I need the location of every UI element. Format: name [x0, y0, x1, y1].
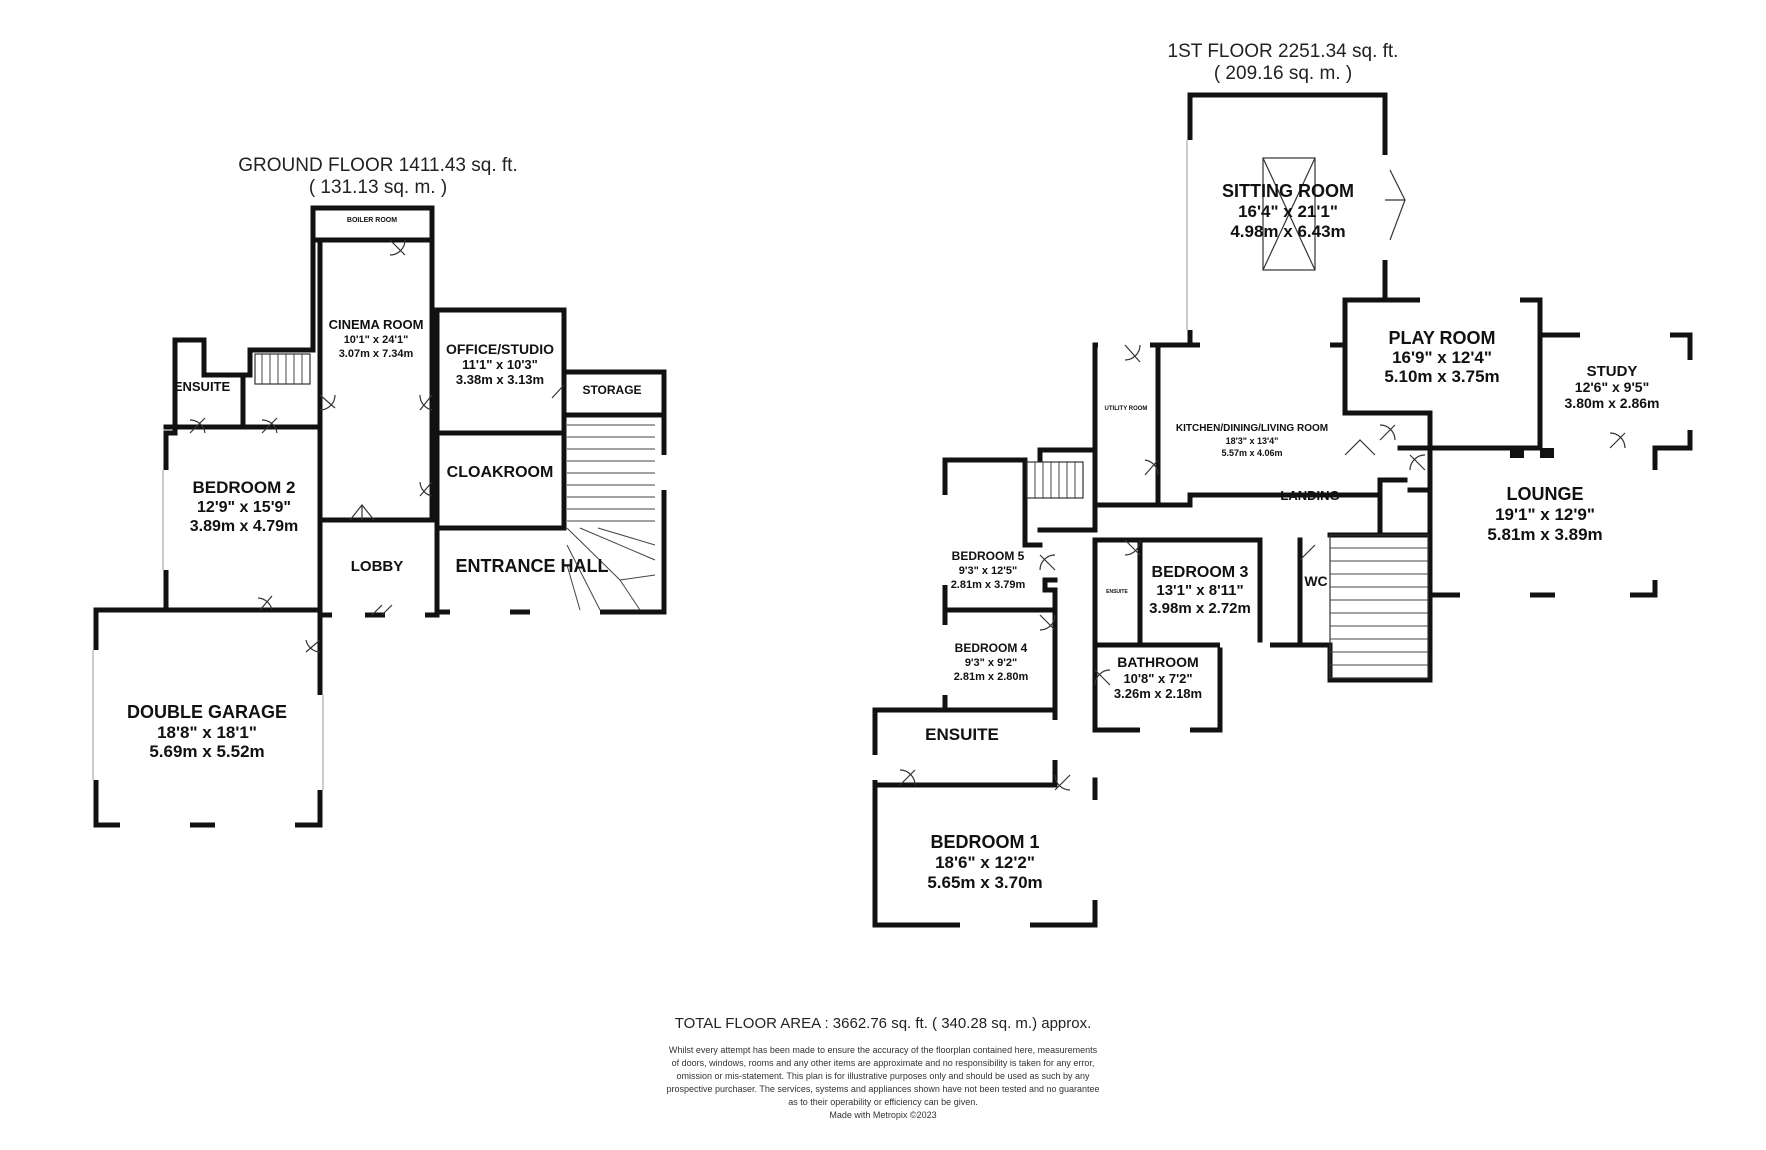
- room-ensuite3-name: ENSUITE: [1106, 589, 1128, 595]
- room-kitchen-imperial: 18'3" x 13'4": [1226, 436, 1279, 446]
- ground-floor-title: GROUND FLOOR 1411.43 sq. ft.: [238, 155, 517, 176]
- ground-floor-outer-walls: [93, 205, 667, 828]
- disclaimer-line: of doors, windows, rooms and any other i…: [672, 1058, 1095, 1068]
- room-bathroom-name: BATHROOM: [1117, 654, 1198, 670]
- room-garage-name: DOUBLE GARAGE: [127, 702, 287, 722]
- room-study-name: STUDY: [1587, 363, 1638, 380]
- room-garage-imperial: 18'8" x 18'1": [157, 723, 257, 742]
- room-study-imperial: 12'6" x 9'5": [1575, 379, 1649, 395]
- room-cinema-imperial: 10'1" x 24'1": [344, 334, 409, 346]
- room-bedroom3-imperial: 13'1" x 8'11": [1156, 582, 1243, 599]
- ground-floor-doors: [189, 239, 565, 653]
- first-floor-title: 1ST FLOOR 2251.34 sq. ft.: [1168, 41, 1399, 62]
- fireplace-right: [1540, 448, 1554, 458]
- room-garage-metric: 5.69m x 5.52m: [149, 742, 264, 761]
- ground-floor-labels: BOILER ROOM CINEMA ROOM 10'1" x 24'1" 3.…: [127, 217, 642, 761]
- room-lounge-name: LOUNGE: [1506, 484, 1583, 504]
- room-ensuite-gf-name: ENSUITE: [174, 379, 231, 394]
- first-floor-windows: [872, 140, 1693, 928]
- room-wc-name: WC: [1304, 573, 1327, 589]
- footer: TOTAL FLOOR AREA : 3662.76 sq. ft. ( 340…: [666, 1015, 1099, 1120]
- east-wing-walls: [1342, 297, 1693, 598]
- room-cloakroom-name: CLOAKROOM: [447, 464, 554, 481]
- room-play-metric: 5.10m x 3.75m: [1384, 367, 1499, 386]
- made-with-credit: Made with Metropix ©2023: [829, 1110, 936, 1120]
- room-bedroom2-name: BEDROOM 2: [193, 478, 296, 497]
- room-lounge-metric: 5.81m x 3.89m: [1487, 525, 1602, 544]
- disclaimer-line: as to their operability or efficiency ca…: [788, 1097, 977, 1107]
- ground-floor-staircase: [254, 353, 656, 611]
- room-bedroom4-metric: 2.81m x 2.80m: [954, 671, 1029, 683]
- room-bedroom1-name: BEDROOM 1: [930, 832, 1039, 852]
- ground-floor-interior-walls: [93, 237, 667, 615]
- ground-floor-plan: GROUND FLOOR 1411.43 sq. ft. ( 131.13 sq…: [92, 155, 667, 828]
- room-ensuite1-name: ENSUITE: [925, 725, 999, 744]
- room-bedroom2-imperial: 12'9" x 15'9": [197, 499, 291, 516]
- room-sitting-imperial: 16'4" x 21'1": [1238, 202, 1338, 221]
- room-storage-name: STORAGE: [582, 383, 641, 397]
- room-play-name: PLAY ROOM: [1388, 328, 1495, 348]
- room-bathroom-metric: 3.26m x 2.18m: [1114, 686, 1202, 701]
- disclaimer-line: omission or mis-statement. This plan is …: [676, 1071, 1090, 1081]
- room-boiler-name: BOILER ROOM: [347, 217, 397, 224]
- first-floor-labels: SITTING ROOM 16'4" x 21'1" 4.98m x 6.43m…: [925, 181, 1659, 892]
- room-bedroom3-metric: 3.98m x 2.72m: [1149, 600, 1251, 617]
- room-bedroom3-name: BEDROOM 3: [1152, 564, 1249, 581]
- skylight: [1262, 157, 1316, 271]
- room-kitchen-metric: 5.57m x 4.06m: [1221, 448, 1282, 458]
- central-block-walls: [1037, 342, 1408, 533]
- room-office-imperial: 11'1" x 10'3": [462, 357, 538, 372]
- first-floor-doors: [899, 169, 1626, 791]
- room-entrance-hall-name: ENTRANCE HALL: [456, 556, 609, 576]
- room-bedroom5-name: BEDROOM 5: [952, 549, 1025, 563]
- room-sitting-name: SITTING ROOM: [1222, 181, 1354, 201]
- room-office-metric: 3.38m x 3.13m: [456, 372, 544, 387]
- room-sitting-metric: 4.98m x 6.43m: [1230, 222, 1345, 241]
- room-lounge-imperial: 19'1" x 12'9": [1495, 505, 1595, 524]
- room-lobby-name: LOBBY: [351, 558, 404, 575]
- ground-floor-windows: [92, 455, 667, 828]
- room-bedroom4-imperial: 9'3" x 9'2": [965, 657, 1017, 669]
- room-landing-name: LANDING: [1280, 488, 1339, 503]
- room-kitchen-name: KITCHEN/DINING/LIVING ROOM: [1176, 423, 1328, 434]
- room-cinema-metric: 3.07m x 7.34m: [339, 348, 414, 360]
- room-office-name: OFFICE/STUDIO: [446, 341, 554, 357]
- total-floor-area: TOTAL FLOOR AREA : 3662.76 sq. ft. ( 340…: [675, 1015, 1092, 1032]
- first-floor-plan: 1ST FLOOR 2251.34 sq. ft. ( 209.16 sq. m…: [872, 41, 1693, 928]
- room-cinema-name: CINEMA ROOM: [329, 317, 424, 332]
- ground-floor-metric: ( 131.13 sq. m. ): [309, 177, 447, 198]
- room-study-metric: 3.80m x 2.86m: [1565, 395, 1660, 411]
- disclaimer-line: prospective purchaser. The services, sys…: [666, 1084, 1099, 1094]
- room-bedroom4-name: BEDROOM 4: [955, 641, 1028, 655]
- first-floor-metric: ( 209.16 sq. m. ): [1214, 63, 1352, 84]
- room-bedroom2-metric: 3.89m x 4.79m: [190, 518, 299, 535]
- first-floor-staircase: [1026, 461, 1429, 679]
- room-bedroom5-metric: 2.81m x 3.79m: [951, 579, 1026, 591]
- room-bedroom1-imperial: 18'6" x 12'2": [935, 853, 1035, 872]
- room-play-imperial: 16'9" x 12'4": [1392, 348, 1492, 367]
- fireplace-left: [1510, 448, 1524, 458]
- room-bedroom1-metric: 5.65m x 3.70m: [927, 873, 1042, 892]
- room-bathroom-imperial: 10'8" x 7'2": [1123, 671, 1192, 686]
- room-utility-name: UTILITY ROOM: [1105, 406, 1148, 412]
- room-bedroom5-imperial: 9'3" x 12'5": [959, 565, 1017, 577]
- disclaimer-line: Whilst every attempt has been made to en…: [669, 1045, 1098, 1055]
